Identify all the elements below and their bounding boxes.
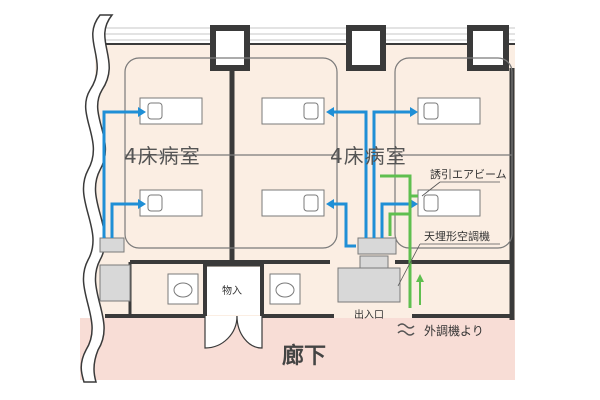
door-swing — [204, 315, 238, 349]
bed — [261, 97, 325, 125]
ceiling-ac-unit — [337, 267, 401, 303]
bed — [417, 97, 481, 125]
duct-arrow — [410, 199, 418, 209]
from-outdoor-ac-label: 外調機より — [424, 324, 484, 338]
outdoor-ac-symbol — [397, 330, 415, 336]
window-band — [100, 22, 515, 44]
bed — [139, 189, 203, 217]
storage-closet — [207, 267, 260, 315]
duct-arrow — [410, 107, 418, 117]
sink — [269, 273, 301, 305]
ceiling-panel-outline — [124, 57, 338, 249]
ceiling-ac-label: 天埋形空調機 — [424, 230, 490, 243]
duct-arrow — [326, 199, 334, 209]
corridor-area — [80, 318, 515, 380]
bed — [139, 97, 203, 125]
bed — [261, 189, 325, 217]
door-swing — [236, 315, 263, 349]
supply-duct — [334, 110, 410, 248]
sink-basin — [173, 282, 193, 298]
air-conditioner-unit — [99, 237, 125, 253]
air-conditioner-unit — [99, 264, 131, 302]
storage-label: 物入 — [222, 286, 242, 297]
structural-column — [346, 25, 386, 71]
entrance-label: 出入口 — [354, 310, 384, 321]
fresh-air-duct — [380, 174, 418, 308]
bed — [417, 189, 481, 217]
room-label: 4床病室 — [124, 144, 201, 168]
duct-arrow — [326, 107, 334, 117]
duct-arrow — [138, 199, 146, 209]
callout-line — [421, 181, 441, 197]
ceiling-ac-unit — [357, 237, 397, 255]
room-label: 4床病室 — [330, 144, 407, 168]
outdoor-ac-symbol — [397, 323, 415, 329]
corridor-label: 廊下 — [282, 344, 327, 369]
supply-duct — [102, 110, 138, 238]
fresh-air-arrow-head — [416, 274, 424, 282]
structural-column — [210, 25, 250, 71]
patient-room-area — [95, 25, 515, 320]
structural-column — [467, 25, 509, 71]
duct-arrow — [138, 107, 146, 117]
sink — [167, 273, 199, 305]
ceiling-panel-outline — [394, 57, 513, 249]
sink-basin — [275, 282, 295, 298]
induced-air-beam-label: 誘引エアビーム — [430, 168, 507, 181]
callout-line — [397, 243, 421, 287]
